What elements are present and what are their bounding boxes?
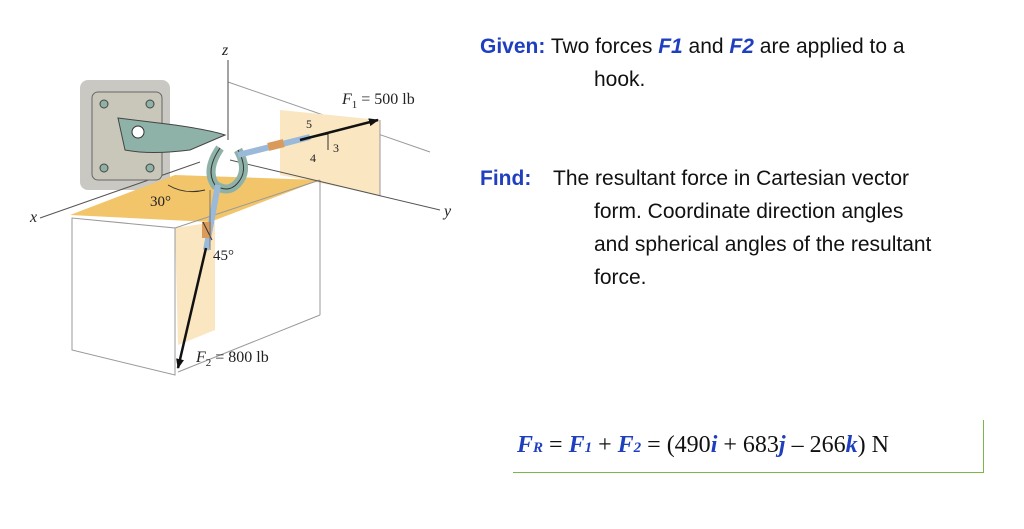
y-axis-label: y [442,203,452,220]
given-text-b: and [682,35,730,58]
x-axis-label: x [29,209,37,226]
slope-label-5: 5 [306,117,312,131]
force2-label: F2 = 800 lb [195,349,269,369]
angle-arc-45 [202,221,213,241]
f1-symbol: F [568,432,585,458]
plate-bolt [99,99,109,109]
given-f1: F1 [658,35,683,58]
fr-sub: R [533,440,544,456]
given-text-c: are applied to a [753,35,905,58]
block-edge [177,314,321,373]
force-f2-arrow [176,247,208,369]
hook-pin [131,125,145,139]
hook-body [117,117,227,153]
force1-label: F1 = 500 lb [341,91,415,111]
given-label: Given: [480,35,546,58]
angle-arc-30 [167,184,206,193]
block-top [70,175,320,222]
cable-sleeve [267,139,285,151]
given-f2: F2 [729,35,754,58]
result-box: FR = F1 + F2 = (490i + 683j – 266k) N [513,420,984,473]
unit-i: i [710,432,718,458]
given-section: Given: Two forces F1 and F2 are applied … [480,30,1010,100]
force-diagram: z x y F1 = 500 lb F2 = 800 lb 5 3 4 30° … [29,42,452,376]
y-axis [229,159,441,211]
f1-sub: 1 [584,440,593,456]
find-line4: force. [594,266,647,289]
back-panel [280,110,380,195]
force-f1-arrow [299,118,379,142]
angle-label-30: 30° [150,194,171,210]
eq-unit: ) N [857,432,889,458]
f2-symbol: F [617,432,634,458]
x-axis [39,161,201,219]
given-line2: hook. [594,68,646,91]
eq-value-k: – 266 [785,432,846,458]
block-edge [174,179,321,229]
eq-value-j: + 683 [717,432,779,458]
cable-f2 [203,184,221,251]
find-line3: and spherical angles of the resultant [594,233,932,256]
find-line2: form. Coordinate direction angles [594,200,904,223]
plate-bolt [145,99,155,109]
hook-curve-outline [210,147,244,190]
plus-sign: + [592,432,618,458]
eq-sign: = [543,432,569,458]
find-section: Find: The resultant force in Cartesian ve… [480,162,1010,294]
eq-value-start: = (490 [641,432,711,458]
fr-symbol: F [517,432,534,458]
slope-label-3: 3 [333,141,339,155]
plate-bolt [99,163,109,173]
block-front-face [71,217,176,376]
find-line1: The resultant force in Cartesian vector [553,167,909,190]
plate-bolt [145,163,155,173]
unit-j: j [778,432,786,458]
given-text-a: Two forces [545,35,659,58]
z-axis-label: z [221,42,229,59]
resultant-equation: FR = F1 + F2 = (490i + 683j – 266k) N [517,432,889,459]
problem-statement: Given: Two forces F1 and F2 are applied … [480,30,1010,294]
slope-label-4: 4 [310,151,316,165]
unit-k: k [845,432,858,458]
f2-sub: 2 [633,440,642,456]
find-label: Find: [480,167,532,190]
angle-label-45: 45° [213,248,234,264]
